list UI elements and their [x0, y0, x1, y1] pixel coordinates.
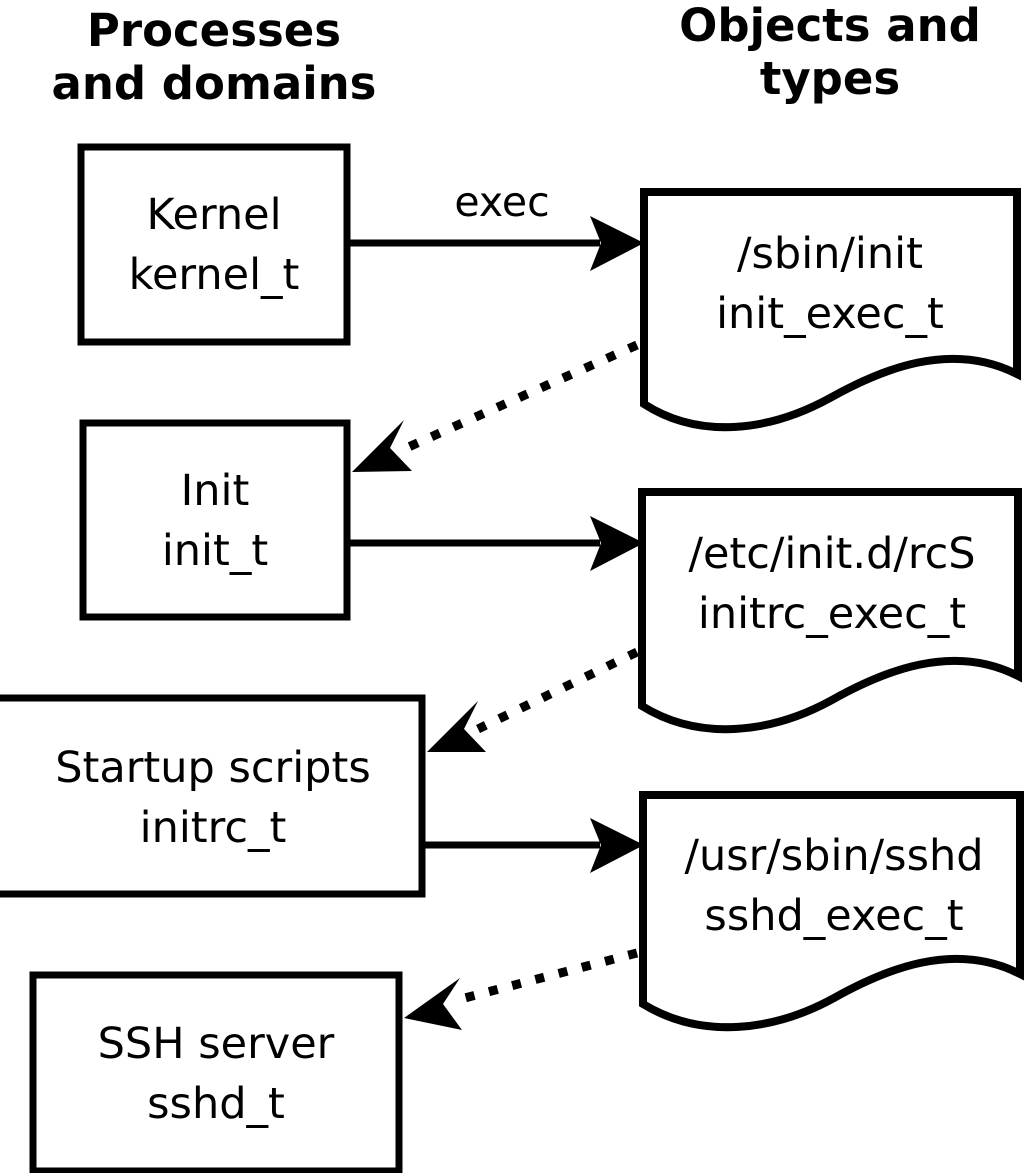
node-kernel-box[interactable] — [77, 143, 351, 346]
node-init-box[interactable] — [79, 419, 351, 621]
node-usr-sbin-sshd-line2: sshd_exec_t — [704, 891, 963, 941]
column-header-objects-line1: Objects and — [679, 0, 981, 52]
node-usr-sbin-sshd-document-shape[interactable] — [639, 791, 1024, 1032]
node-usr-sbin-sshd[interactable]: /usr/sbin/sshd sshd_exec_t — [639, 791, 1024, 1032]
edge-init-exec-to-init — [352, 340, 639, 472]
node-etc-initd-rcs-document-shape[interactable] — [638, 488, 1022, 734]
edge-line-init-exec-to-init — [402, 340, 639, 454]
node-kernel-line2: kernel_t — [129, 250, 300, 300]
node-ssh-server[interactable]: SSH server sshd_t — [29, 971, 403, 1173]
arrowhead-initrc-exec-to-initrc — [427, 701, 486, 752]
column-header-processes: Processes and domains — [52, 4, 377, 110]
arrowhead-init-exec — [590, 516, 644, 571]
edge-init-exec-initrc-exec — [350, 516, 644, 571]
column-header-processes-line1: Processes — [87, 4, 341, 57]
node-startup-scripts[interactable]: Startup scripts initrc_t — [0, 694, 426, 898]
edge-line-sshd-exec-to-sshd — [455, 948, 639, 1005]
arrowhead-sshd-exec-to-sshd — [404, 978, 462, 1030]
node-sbin-init-line1: /sbin/init — [737, 229, 923, 279]
edge-initrc-exec-to-initrc — [427, 647, 639, 752]
arrowhead-kernel-exec — [590, 216, 644, 271]
edge-sshd-exec-to-sshd — [404, 948, 639, 1030]
node-etc-initd-rcs-line1: /etc/init.d/rcS — [688, 529, 975, 579]
node-startup-scripts-line2: initrc_t — [140, 803, 287, 853]
edge-kernel-exec-init-exec: exec — [350, 178, 644, 271]
column-header-processes-line2: and domains — [52, 57, 377, 110]
edge-label-exec: exec — [454, 178, 549, 226]
node-init-line1: Init — [181, 466, 250, 516]
node-init-line2: init_t — [162, 526, 268, 576]
node-sbin-init[interactable]: /sbin/init init_exec_t — [640, 188, 1021, 432]
node-ssh-server-box[interactable] — [29, 971, 403, 1173]
node-sbin-init-line2: init_exec_t — [716, 289, 944, 339]
column-header-objects-line2: types — [760, 52, 900, 105]
node-kernel-line1: Kernel — [146, 190, 281, 240]
edge-initrc-exec-sshd-exec — [425, 818, 644, 873]
node-etc-initd-rcs[interactable]: /etc/init.d/rcS initrc_exec_t — [638, 488, 1022, 734]
edge-line-initrc-exec-to-initrc — [476, 647, 639, 734]
node-ssh-server-line2: sshd_t — [147, 1079, 285, 1129]
node-usr-sbin-sshd-line1: /usr/sbin/sshd — [684, 831, 983, 881]
node-kernel[interactable]: Kernel kernel_t — [77, 143, 351, 346]
node-startup-scripts-line1: Startup scripts — [55, 743, 371, 793]
node-init[interactable]: Init init_t — [79, 419, 351, 621]
column-header-objects: Objects and types — [679, 0, 981, 105]
arrowhead-initrc-exec — [590, 818, 644, 873]
node-etc-initd-rcs-line2: initrc_exec_t — [698, 589, 966, 639]
node-startup-scripts-box[interactable] — [0, 694, 426, 898]
node-ssh-server-line1: SSH server — [98, 1019, 335, 1069]
arrowhead-init-exec-to-init — [352, 420, 412, 472]
node-sbin-init-document-shape[interactable] — [640, 188, 1021, 432]
